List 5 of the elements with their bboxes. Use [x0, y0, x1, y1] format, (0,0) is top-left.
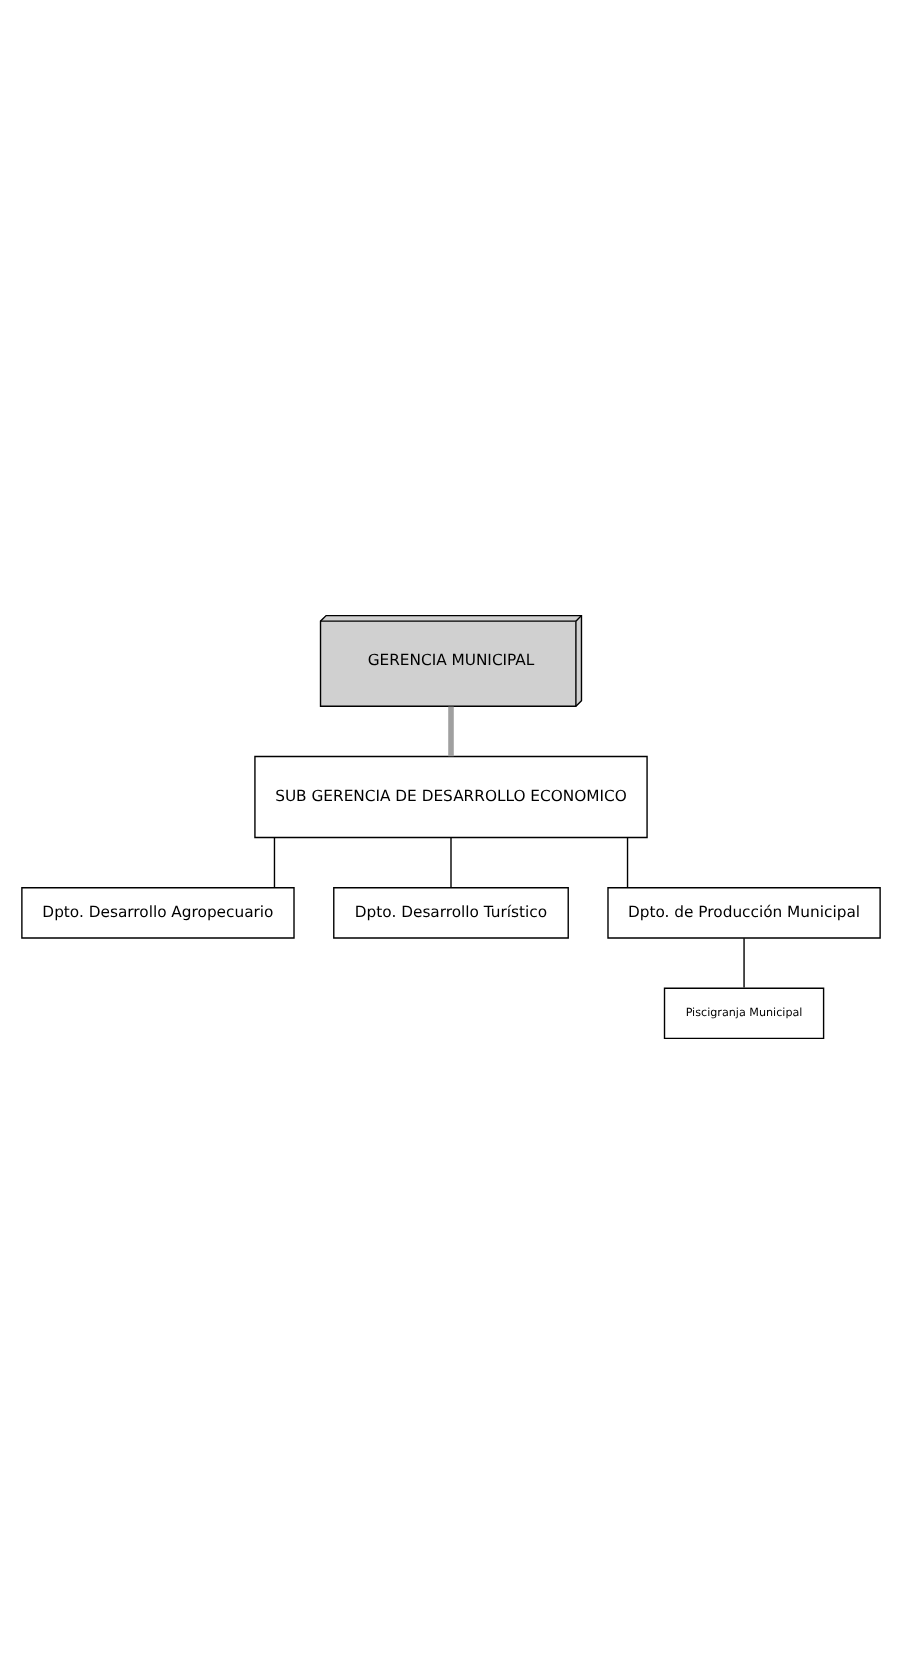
connector	[450, 836, 452, 889]
connector	[743, 937, 745, 989]
connector	[626, 836, 629, 889]
connector	[273, 836, 276, 889]
connector	[448, 706, 454, 757]
